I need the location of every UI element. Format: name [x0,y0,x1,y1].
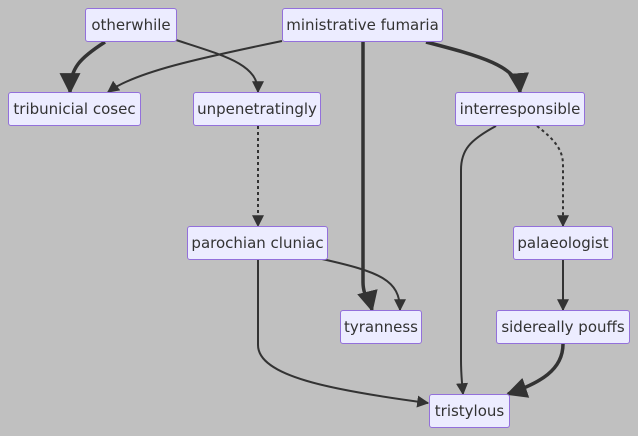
edge-ministrative-fumaria-tyranness [357,42,378,313]
node-ministrative-fumaria[interactable]: ministrative fumaria [282,8,443,42]
node-otherwhile[interactable]: otherwhile [85,8,177,42]
node-sidereally-pouffs[interactable]: sidereally pouffs [496,310,630,344]
node-tribunicial-cosec[interactable]: tribunicial cosec [8,92,141,126]
node-interresponsible[interactable]: interresponsible [455,92,585,126]
node-palaeologist[interactable]: palaeologist [513,226,613,260]
edge-parochian-cluniac-tyranness [321,258,406,312]
edge-ministrative-fumaria-tribunicial-cosec [107,40,283,93]
edge-parochian-cluniac-tristylous [257,260,430,408]
node-tristylous[interactable]: tristylous [429,394,510,428]
edge-interresponsible-tristylous [456,125,497,396]
node-parochian-cluniac[interactable]: parochian cluniac [187,226,328,260]
edge-otherwhile-unpenetratingly [175,39,264,94]
edge-otherwhile-tribunicial-cosec [59,40,106,95]
edge-interresponsible-palaeologist [536,125,569,228]
node-unpenetratingly[interactable]: unpenetratingly [193,92,321,126]
node-tyranness[interactable]: tyranness [340,310,422,344]
edge-sidereally-pouffs-tristylous [506,343,565,398]
edge-ministrative-fumaria-interresponsible [425,40,529,95]
